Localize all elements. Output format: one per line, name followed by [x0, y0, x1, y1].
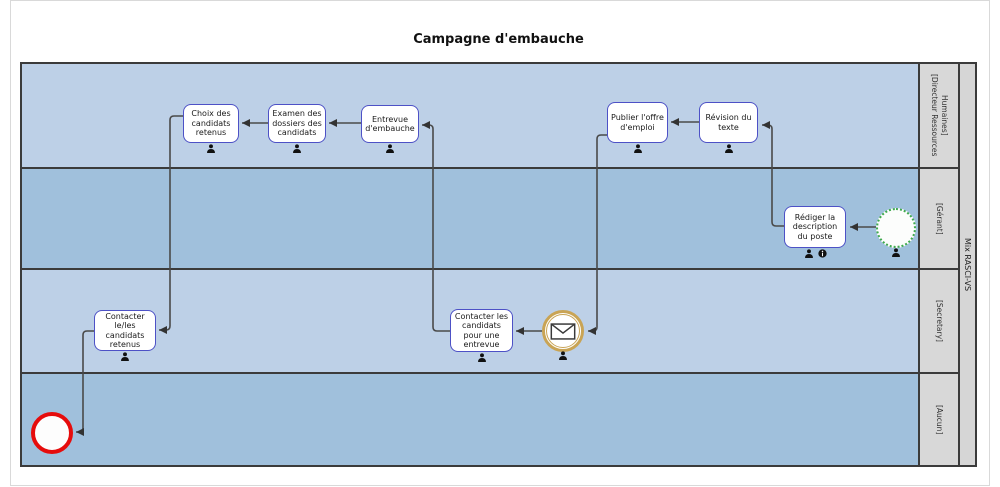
person-icon — [804, 249, 813, 258]
task-contacter-entrevue[interactable]: Contacter les candidats pour une entrevu… — [450, 309, 513, 362]
task-label: Contacter les candidats pour une entrevu… — [454, 311, 509, 349]
lane-directeur — [22, 64, 919, 167]
lane-label-gerant: [Gérant] — [935, 202, 945, 235]
person-icon — [892, 248, 900, 257]
pool-header-column: Mix RASCI-VS — [958, 64, 975, 465]
person-icon — [207, 144, 215, 153]
lane-label-cell: [Secretary] — [920, 268, 959, 372]
lane-aucun — [22, 372, 919, 465]
bpmn-pool: [Directeur Ressources Humaines] [Gérant]… — [20, 62, 977, 467]
person-icon — [386, 144, 394, 153]
person-icon — [633, 144, 642, 153]
lane-label-cell: [Gérant] — [920, 167, 959, 268]
person-icon — [477, 353, 486, 362]
lanes-area — [22, 64, 919, 465]
task-performer-icons — [608, 144, 667, 153]
task-label: Entrevue d'embauche — [365, 114, 415, 133]
lane-label-aucun: [Aucun] — [935, 404, 945, 435]
task-label: Contacter le/les candidats retenus — [105, 311, 145, 349]
event-performer-icons — [878, 248, 914, 257]
end-event[interactable] — [31, 412, 73, 454]
person-icon — [724, 144, 733, 153]
lane-label-cell: [Aucun] — [920, 372, 959, 465]
info-icon — [817, 249, 827, 258]
task-label: Choix des candidats retenus — [191, 109, 231, 138]
task-performer-icons — [269, 144, 325, 153]
task-performer-icons — [95, 352, 155, 361]
task-label: Examen des dossiers des candidats — [272, 109, 322, 138]
task-entrevue-embauche[interactable]: Entrevue d'embauche — [361, 105, 419, 153]
task-label: Rédiger la description du poste — [792, 212, 838, 241]
person-icon — [293, 144, 301, 153]
task-performer-icons — [451, 353, 512, 362]
task-choix-candidats[interactable]: Choix des candidats retenus — [183, 104, 239, 153]
task-performer-icons — [700, 144, 757, 153]
task-contacter-retenus[interactable]: Contacter le/les candidats retenus — [94, 310, 156, 361]
task-revision-texte[interactable]: Révision du texte — [699, 102, 758, 153]
diagram-title: Campagne d'embauche — [413, 32, 584, 47]
lane-label-secretary: [Secretary] — [935, 300, 945, 342]
message-intermediate-event[interactable] — [542, 310, 584, 360]
pool-header-label: Mix RASCI-VS — [963, 237, 973, 292]
person-icon — [121, 352, 129, 361]
task-performer-icons — [362, 144, 418, 153]
task-examen-dossiers[interactable]: Examen des dossiers des candidats — [268, 104, 326, 153]
task-performer-icons — [785, 249, 845, 258]
lane-label-directeur: [Directeur Ressources Humaines] — [930, 74, 950, 157]
person-icon — [559, 351, 567, 360]
event-performer-icons — [545, 351, 581, 360]
lane-label-cell: [Directeur Ressources Humaines] — [920, 64, 958, 167]
task-rediger-description[interactable]: Rédiger la description du poste — [784, 206, 846, 258]
task-label: Publier l'offre d'emploi — [611, 113, 664, 132]
page-frame — [10, 0, 990, 486]
start-event[interactable] — [876, 208, 916, 257]
lane-labels-column: [Directeur Ressources Humaines] [Gérant]… — [918, 64, 959, 465]
task-label: Révision du texte — [705, 113, 752, 132]
task-performer-icons — [184, 144, 238, 153]
task-publier-offre[interactable]: Publier l'offre d'emploi — [607, 102, 668, 153]
event-inner-ring — [546, 314, 580, 348]
